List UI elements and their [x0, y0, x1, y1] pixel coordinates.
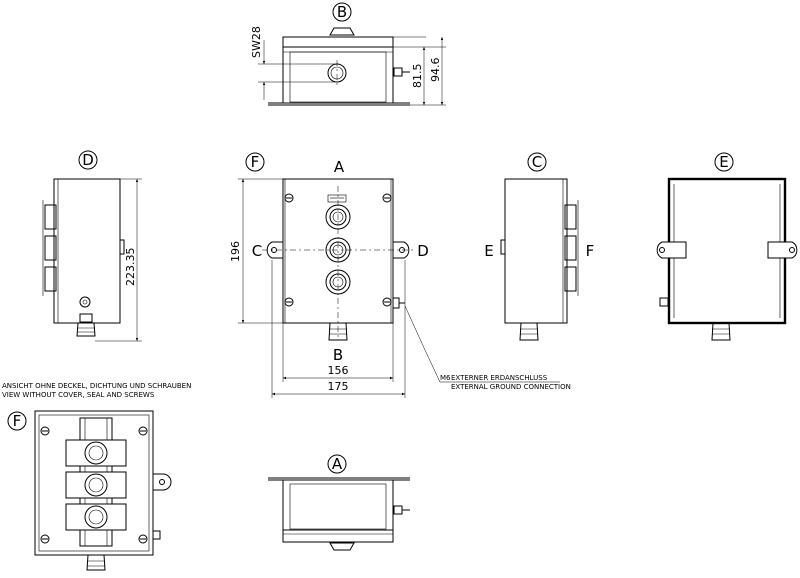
view-label-circle-f — [245, 152, 265, 172]
view-label-b-top: B — [337, 3, 347, 21]
inside-view: ANSICHT OHNE DECKEL, DICHTUNG UND SCHRAU… — [2, 382, 191, 571]
inside-lug-right — [152, 473, 172, 491]
side-view-c: C E F — [484, 152, 595, 341]
dim-156: 156 — [328, 364, 349, 377]
view-label-circle-b-top — [332, 2, 352, 22]
top-view-body — [282, 36, 394, 104]
actuator-d-1 — [44, 204, 57, 230]
lug-left — [266, 241, 284, 259]
dim-196: 196 — [229, 241, 242, 262]
dim-94-6: 94.6 — [429, 58, 442, 83]
ground-leader — [404, 305, 560, 383]
ground-bolt-front — [392, 297, 400, 309]
lug-e-left — [656, 241, 687, 259]
ground-terminal-d — [79, 296, 91, 308]
note-view-de: ANSICHT OHNE DECKEL, DICHTUNG UND SCHRAU… — [2, 382, 191, 390]
view-label-d: D — [82, 151, 94, 169]
view-label-a-front: A — [334, 158, 345, 176]
lug-right — [392, 241, 410, 259]
view-label-circle-f-inside — [7, 411, 27, 431]
gland-e — [711, 322, 731, 341]
gland-inside — [86, 554, 106, 571]
contact-block-1 — [65, 439, 127, 467]
view-label-a-bottom: A — [332, 455, 343, 473]
lug-e-right — [767, 241, 798, 259]
gland-bottom — [329, 542, 355, 551]
gland-top — [329, 27, 355, 36]
actuator-c-1 — [564, 204, 577, 230]
note-m6: M6 — [440, 374, 451, 382]
dim-sw28: SW28 — [250, 26, 263, 58]
view-label-d-front: D — [417, 242, 429, 260]
ground-bolt-bottom — [393, 505, 403, 515]
actuator-c-2 — [564, 235, 577, 261]
ground-bolt-e — [659, 297, 669, 307]
note-ground-en: EXTERNAL GROUND CONNECTION — [451, 383, 571, 391]
note-ground-de: EXTERNER ERDANSCHLUSS — [451, 374, 548, 382]
gland-front — [328, 322, 348, 341]
name-plate — [327, 194, 347, 203]
view-label-b-front: B — [333, 346, 343, 364]
bottom-view: A — [268, 454, 410, 551]
actuator-c-3 — [564, 266, 577, 292]
view-label-circle-a-bottom — [327, 454, 347, 474]
dim-81-5: 81.5 — [411, 64, 424, 89]
bottom-body — [282, 479, 394, 543]
view-label-f-side: F — [586, 242, 595, 260]
top-view: B SW28 81.5 94.6 — [250, 2, 446, 106]
back-view-e: E — [656, 152, 798, 341]
note-view-en: VIEW WITHOUT COVER, SEAL AND SCREWS — [2, 391, 155, 399]
gland-d — [76, 322, 96, 337]
dim-175: 175 — [328, 380, 349, 393]
contact-block-3 — [65, 503, 127, 531]
ground-bolt — [393, 67, 403, 77]
view-label-circle-e — [714, 152, 734, 172]
front-view: F A C D — [229, 152, 571, 398]
actuator-d-2 — [44, 235, 57, 261]
actuator-d-3 — [44, 266, 57, 292]
view-label-c: C — [532, 153, 542, 171]
view-label-f: F — [251, 153, 260, 171]
side-c-body — [504, 178, 568, 324]
dim-223-35: 223.35 — [124, 248, 137, 287]
contact-block-2 — [65, 471, 127, 499]
view-label-e: E — [719, 153, 728, 171]
view-label-circle-c — [527, 152, 547, 172]
view-label-c-front: C — [252, 242, 262, 260]
gland-c — [519, 322, 539, 341]
view-label-e-side: E — [484, 242, 493, 260]
view-label-f-inside: F — [13, 412, 22, 430]
view-label-circle-d — [78, 150, 98, 170]
side-view-d: D 223.35 — [42, 150, 142, 342]
